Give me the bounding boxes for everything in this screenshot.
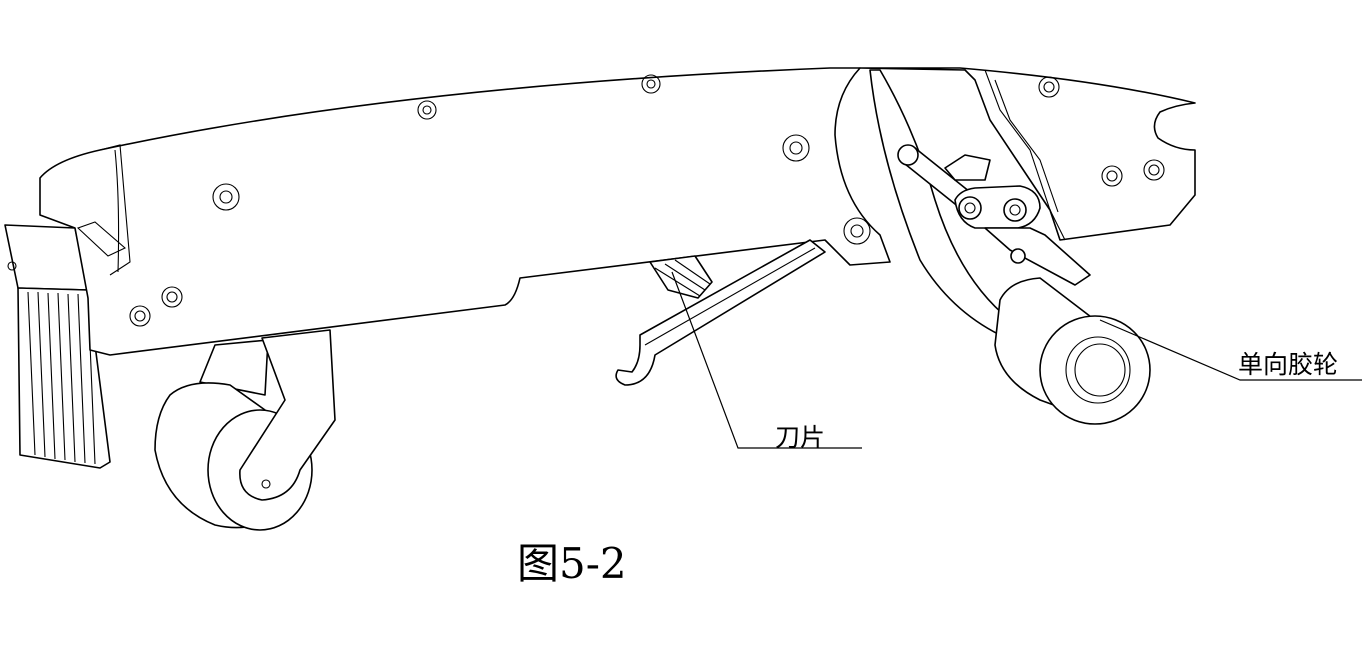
brush-block (4, 224, 111, 469)
figure-caption: 图5-2 (517, 539, 627, 588)
linkage (897, 144, 1091, 286)
support-roller (154, 329, 336, 531)
blade-leader-line (671, 271, 862, 449)
main-arm (39, 67, 891, 356)
blade-callout-label: 刀片 (775, 423, 826, 452)
one-way-roller-callout-label: 单向胶轮 (1238, 350, 1339, 379)
one-way-roller (994, 277, 1151, 425)
roller-leader-line (1099, 319, 1362, 381)
blade-assembly (615, 239, 826, 386)
